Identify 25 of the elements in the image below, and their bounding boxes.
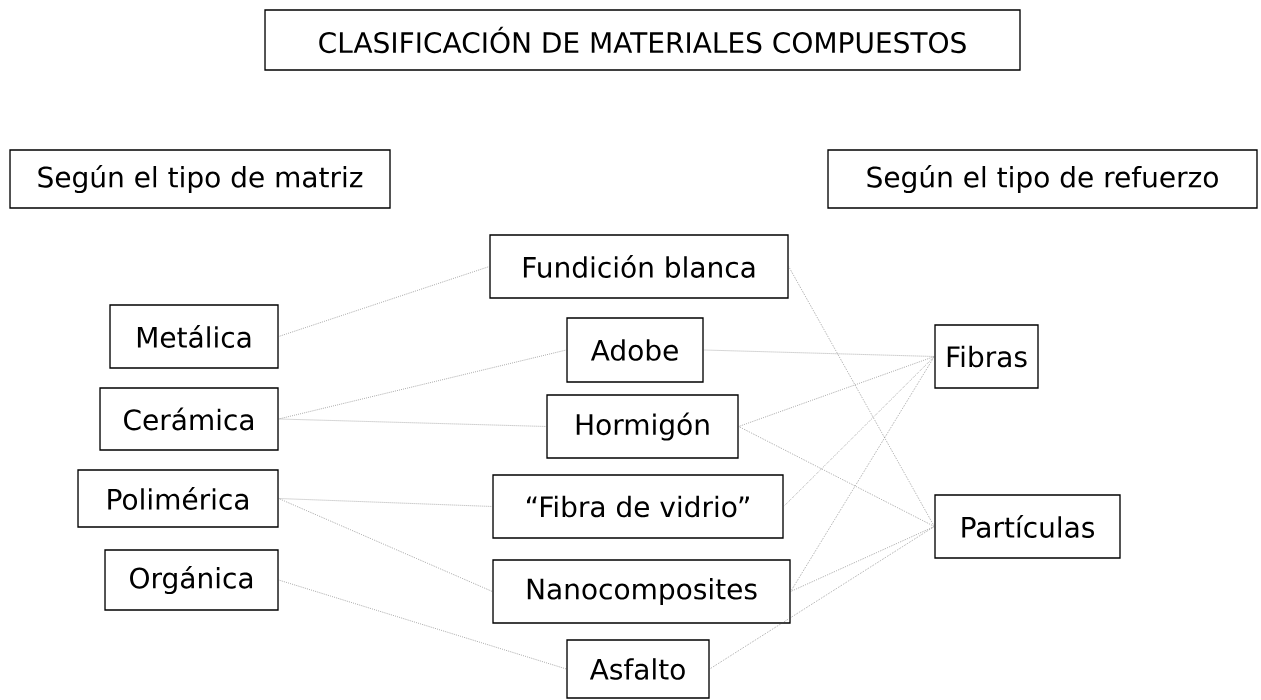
connector-line: [790, 526, 935, 592]
connector-line: [738, 426, 935, 527]
material-box: Metálica: [109, 304, 279, 369]
material-box: Fundición blanca: [489, 234, 789, 299]
material-box: Partículas: [934, 494, 1121, 559]
material-box: Cerámica: [99, 387, 279, 451]
connector-line: [709, 526, 935, 670]
material-box: Nanocomposites: [492, 559, 791, 624]
material-box: Asfalto: [566, 639, 710, 699]
connector-line: [278, 579, 567, 670]
material-box: Orgánica: [104, 549, 279, 611]
connector-line: [278, 498, 493, 507]
category-box: Según el tipo de refuerzo: [827, 149, 1258, 209]
material-box: Adobe: [566, 317, 704, 383]
connector-line: [278, 498, 493, 592]
material-box: Fibras: [934, 324, 1039, 389]
connector-line: [278, 266, 490, 337]
connector-line: [278, 418, 547, 427]
category-box: Según el tipo de matriz: [9, 149, 391, 209]
connector-line: [703, 349, 935, 357]
material-box: “Fibra de vidrio”: [492, 474, 784, 539]
material-box: Hormigón: [546, 394, 739, 459]
connector-line: [738, 356, 935, 427]
material-box: Polimérica: [77, 469, 279, 528]
title-box: CLASIFICACIÓN DE MATERIALES COMPUESTOS: [264, 9, 1021, 71]
